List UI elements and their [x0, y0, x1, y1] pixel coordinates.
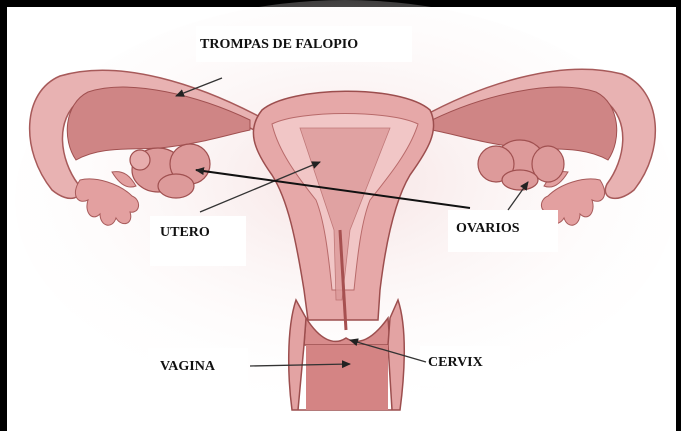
label-uterus: UTERO [160, 225, 210, 240]
label-vagina: VAGINA [160, 359, 216, 374]
vagina-lumen [306, 345, 388, 410]
label-ovaries: OVARIOS [456, 221, 520, 236]
label-box-uterus [150, 216, 246, 266]
label-fallopian-tubes: TROMPAS DE FALOPIO [200, 37, 358, 52]
label-cervix: CERVIX [428, 355, 483, 370]
